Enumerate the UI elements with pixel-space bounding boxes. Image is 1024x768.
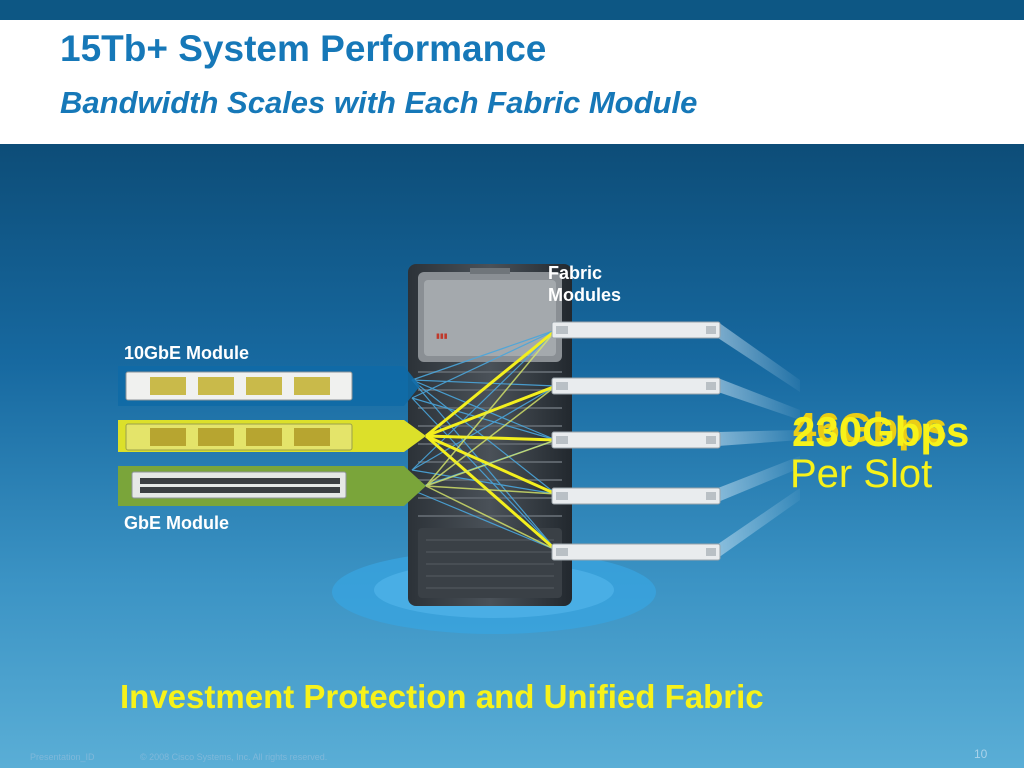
copyright-notice: © 2008 Cisco Systems, Inc. All rights re… (140, 752, 328, 762)
top-accent-bar (0, 0, 1024, 20)
yellow-fabric-links (425, 328, 557, 552)
bandwidth-beams (718, 322, 800, 558)
fabric-modules-label: Fabric Modules (548, 262, 658, 306)
fabric-module-1 (551, 321, 721, 339)
slide-title: 15Tb+ System Performance (60, 28, 547, 69)
slide-header (0, 20, 1024, 144)
module-10gbe-blue (118, 366, 420, 406)
fabric-module-cards (551, 321, 721, 561)
cisco-logo: ▮▮▮ (436, 333, 448, 340)
fabric-label-line1: Fabric (548, 263, 603, 283)
page-number: 10 (974, 747, 988, 761)
module-10gbe-label: 10GbE Module (124, 343, 250, 363)
presentation-id: Presentation_ID (30, 752, 95, 762)
fabric-label-line2: Modules (548, 285, 622, 305)
rate-per-slot-value: 230Gbps (792, 408, 970, 455)
slide-subtitle: Bandwidth Scales with Each Fabric Module (60, 85, 698, 120)
fabric-module-2 (551, 377, 721, 395)
fabric-module-4 (551, 487, 721, 505)
investment-banner: Investment Protection and Unified Fabric (120, 678, 764, 715)
module-gbe (118, 466, 426, 506)
rate-overlap-text: 46Gbps (793, 404, 948, 451)
fabric-module-5 (551, 543, 721, 561)
per-slot-label: Per Slot (790, 452, 933, 496)
module-10gbe-yellow (118, 420, 426, 452)
fabric-module-3 (551, 431, 721, 449)
module-gbe-label: GbE Module (124, 513, 229, 533)
